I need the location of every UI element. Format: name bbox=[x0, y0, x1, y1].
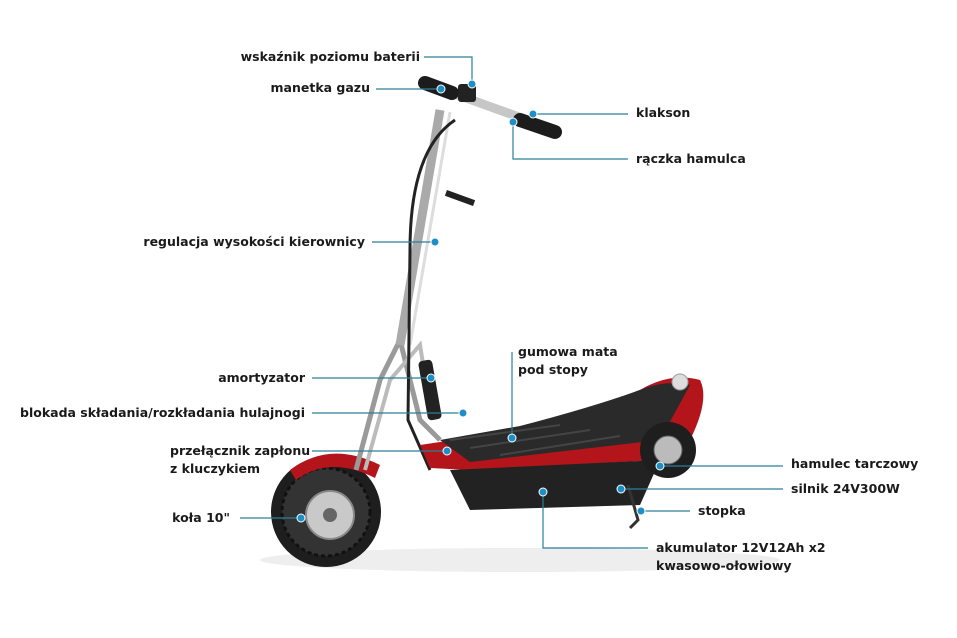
label-height-adjust: regulacja wysokości kierownicy bbox=[143, 234, 365, 249]
label-ignition-line2: z kluczykiem bbox=[170, 461, 261, 476]
label-horn: klakson bbox=[636, 105, 691, 120]
leader-lines bbox=[240, 56, 783, 549]
label-wheels: koła 10" bbox=[172, 510, 230, 525]
label-motor: silnik 24V300W bbox=[791, 481, 900, 496]
label-rubber-mat-line1: gumowa mata bbox=[518, 344, 618, 359]
marker-dots bbox=[296, 79, 665, 523]
label-disc-brake: hamulec tarczowy bbox=[791, 456, 919, 471]
label-battery-line2: kwasowo-ołowiowy bbox=[656, 558, 792, 573]
label-ignition-line1: przełącznik zapłonu bbox=[170, 443, 311, 458]
front-wheel bbox=[271, 457, 381, 567]
label-brake-lever: rączka hamulca bbox=[636, 151, 746, 166]
label-battery-indicator: wskaźnik poziomu baterii bbox=[240, 49, 420, 64]
leader-brake-lever bbox=[512, 122, 628, 160]
label-throttle: manetka gazu bbox=[270, 80, 370, 95]
label-battery: akumulator 12V12Ah x2 kwasowo-ołowiowy bbox=[656, 539, 826, 575]
label-ignition: przełącznik zapłonu z kluczykiem bbox=[170, 442, 310, 478]
label-rubber-mat-line2: pod stopy bbox=[518, 362, 588, 377]
scooter-illustration bbox=[260, 76, 780, 572]
label-battery-line1: akumulator 12V12Ah x2 bbox=[656, 540, 826, 555]
label-kickstand: stopka bbox=[698, 503, 746, 518]
leader-battery-indicator bbox=[424, 56, 473, 84]
rear-wheel bbox=[640, 422, 696, 478]
label-fold-lock: blokada składania/rozkładania hulajnogi bbox=[20, 405, 305, 420]
label-rubber-mat: gumowa mata pod stopy bbox=[518, 343, 618, 379]
leader-battery bbox=[542, 492, 648, 549]
label-shock-absorber: amortyzator bbox=[218, 370, 305, 385]
